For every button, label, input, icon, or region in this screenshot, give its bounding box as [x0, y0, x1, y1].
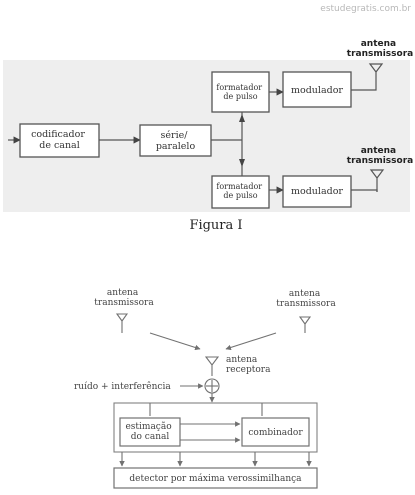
svg-text:combinador: combinador [248, 428, 303, 438]
combiner-block: combinador [241, 417, 310, 447]
summation-node-icon [204, 378, 220, 394]
ml-detector-block: detector por máxima verossimilhança [113, 467, 318, 489]
radio-link-arrows [149, 332, 277, 351]
modulator-top-block: modulador [282, 71, 352, 108]
figure-1-caption: Figura I [189, 218, 242, 233]
channel-estimation-block: estimação do canal [119, 417, 181, 447]
noise-label: ruído + interferência [74, 381, 171, 392]
rx-antenna-label: antena receptora [226, 355, 271, 375]
svg-text:formatador de pulso: formatador de pulso [216, 182, 264, 200]
receiver-internal-connections [119, 403, 312, 467]
pulse-shaper-bottom-block: formatador de pulso [211, 175, 270, 209]
tx-antenna-right-icon [298, 316, 312, 333]
svg-text:estimação do canal: estimação do canal [125, 421, 174, 442]
pulse-shaper-top-block: formatador de pulso [211, 71, 270, 113]
antenna-top-icon [368, 63, 384, 88]
watermark: estudegratis.com.br [320, 4, 411, 14]
channel-encoder-block: codificador de canal [19, 123, 100, 158]
antenna-bottom-label: antena transmissora [347, 146, 413, 166]
svg-text:modulador: modulador [291, 186, 343, 197]
svg-text:formatador de pulso: formatador de pulso [216, 83, 264, 101]
tx-antenna-left-icon [115, 313, 129, 333]
tx-antenna-left-label: antena transmissora [94, 288, 154, 308]
serial-parallel-block: série/ paralelo [139, 124, 212, 157]
svg-text:detector por máxima verossimil: detector por máxima verossimilhança [129, 473, 302, 484]
svg-text:série/ paralelo: série/ paralelo [156, 130, 196, 152]
receiver-frame [113, 402, 318, 453]
tx-antenna-right-label: antena transmissora [276, 289, 336, 309]
svg-text:codificador de canal: codificador de canal [31, 129, 88, 151]
figure-2: antena transmissora antena transmissora … [74, 288, 336, 489]
rx-antenna-icon [204, 356, 220, 376]
modulator-bottom-block: modulador [282, 175, 352, 208]
figure-1: antena transmissora antena transmissora [3, 39, 413, 233]
antenna-top-label: antena transmissora [347, 39, 413, 59]
svg-text:modulador: modulador [291, 85, 343, 96]
